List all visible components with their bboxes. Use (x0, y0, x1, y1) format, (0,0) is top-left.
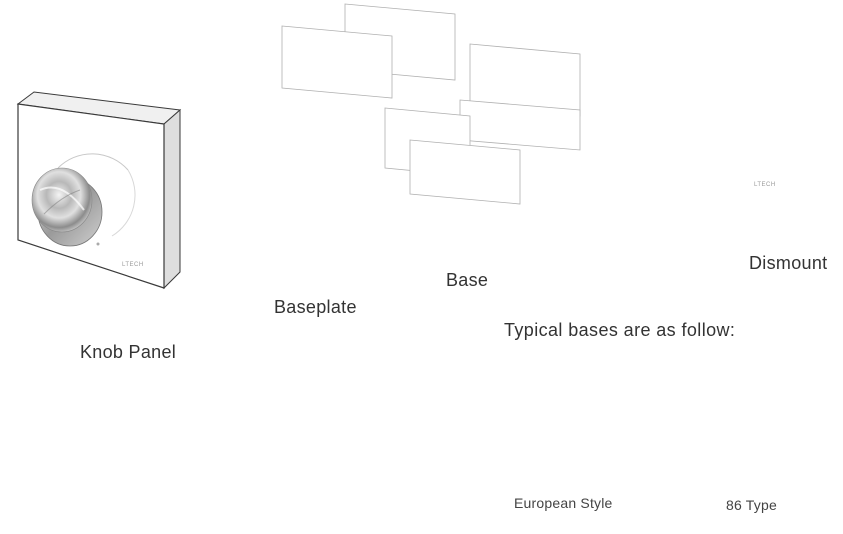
knob-panel-brand: LTECH (122, 262, 144, 268)
wall-tiles (281, 3, 581, 205)
dismount-label: Dismount (749, 253, 828, 273)
european-style-label: European Style (514, 495, 613, 511)
typical-bases-heading: Typical bases are as follow: (504, 320, 736, 340)
knob-panel-label: Knob Panel (80, 342, 177, 362)
type-86-label: 86 Type (726, 497, 777, 513)
knob-panel (16, 91, 182, 290)
baseplate-label: Baseplate (274, 297, 357, 317)
dismount-panel-brand: LTECH (754, 182, 776, 188)
base-label: Base (446, 270, 489, 290)
